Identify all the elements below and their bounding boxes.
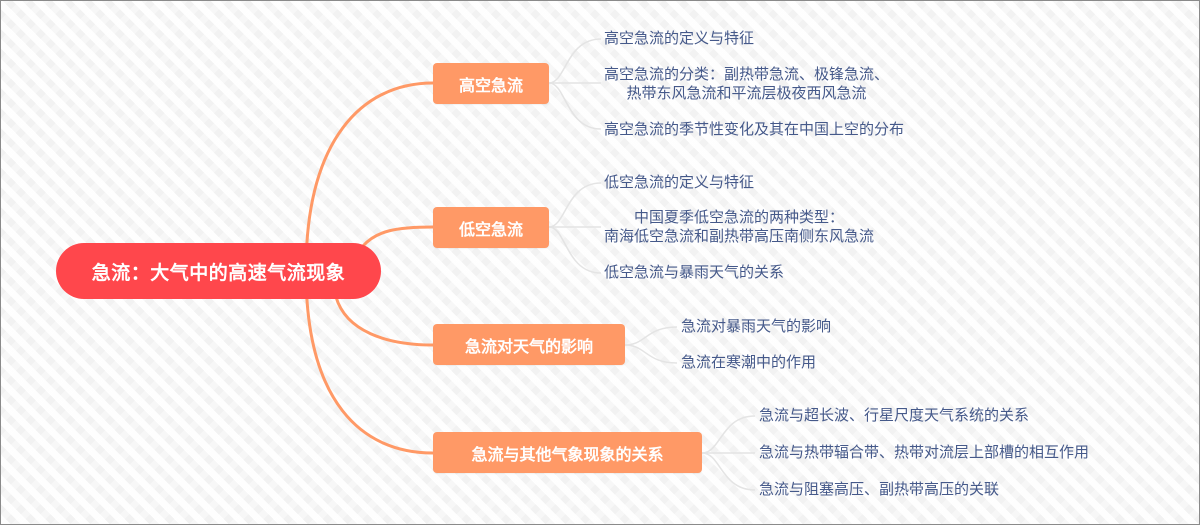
leaf-node[interactable]: 高空急流的定义与特征	[604, 29, 755, 47]
root-node[interactable]: 急流：大气中的高速气流现象	[56, 243, 381, 299]
branch-node-other-phenomena[interactable]: 急流与其他气象现象的关系	[433, 432, 702, 473]
leaf-node[interactable]: 中国夏季低空急流的两种类型： 南海低空急流和副热带高压南侧东风急流	[604, 208, 874, 246]
leaf-node[interactable]: 急流与超长波、行星尺度天气系统的关系	[759, 406, 1030, 424]
link-root-branch-4	[304, 270, 434, 455]
leaf-line: 南海低空急流和副热带高压南侧东风急流	[604, 227, 875, 245]
link-root-branch-1	[304, 81, 434, 272]
leaf-line: 中国夏季低空急流的两种类型：	[634, 208, 845, 226]
leaf-node[interactable]: 急流对暴雨天气的影响	[681, 317, 832, 335]
leaf-node[interactable]: 高空急流的分类：副热带急流、极锋急流、 热带东风急流和平流层极夜西风急流	[604, 65, 889, 103]
leaf-node[interactable]: 低空急流的定义与特征	[604, 173, 755, 191]
link-root-branch-2	[361, 225, 434, 248]
leaf-line: 热带东风急流和平流层极夜西风急流	[626, 84, 867, 102]
branch-node-weather-impact[interactable]: 急流对天气的影响	[433, 324, 625, 365]
leaf-line: 高空急流的分类：副热带急流、极锋急流、	[604, 65, 890, 83]
link-root-branch-3	[334, 296, 434, 347]
branch-node-low-level-jet[interactable]: 低空急流	[433, 207, 549, 248]
leaf-node[interactable]: 急流在寒潮中的作用	[681, 353, 817, 371]
branch-node-high-level-jet[interactable]: 高空急流	[433, 63, 549, 104]
leaf-node[interactable]: 急流与热带辐合带、热带对流层上部槽的相互作用	[759, 443, 1090, 461]
leaf-node[interactable]: 低空急流与暴雨天气的关系	[604, 263, 785, 281]
leaf-node[interactable]: 急流与阻塞高压、副热带高压的关联	[759, 480, 1000, 498]
leaf-node[interactable]: 高空急流的季节性变化及其在中国上空的分布	[604, 120, 905, 138]
